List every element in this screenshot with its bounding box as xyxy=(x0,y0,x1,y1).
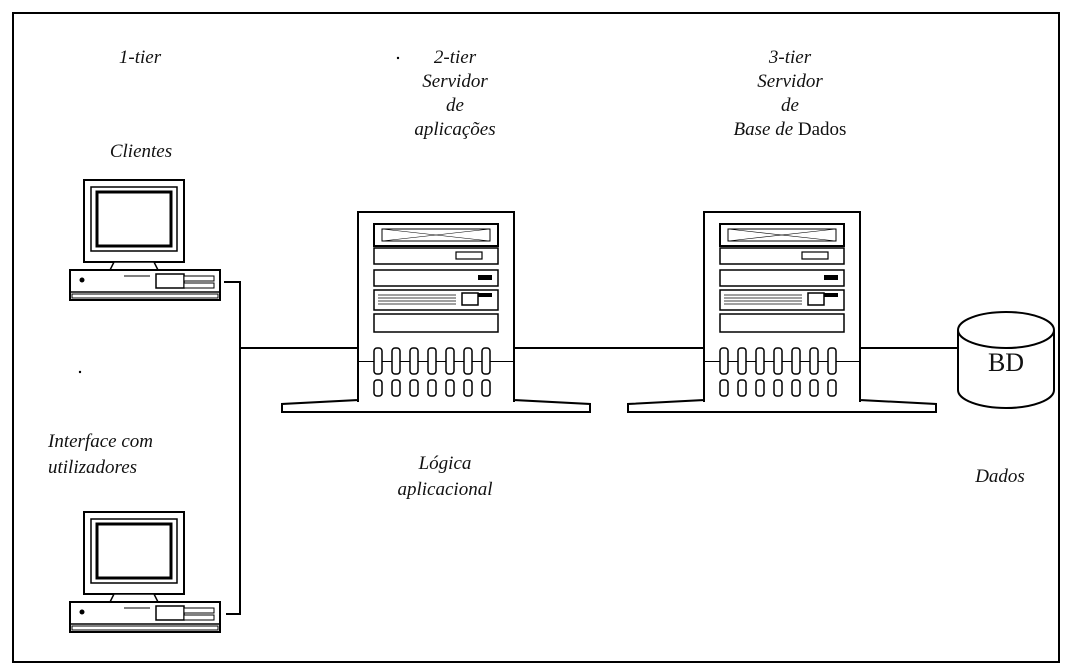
client-computer-top xyxy=(70,180,220,300)
tier3-base-de: Base de xyxy=(734,119,794,140)
interface-label-line1: Interface com xyxy=(48,430,228,454)
data-label: Dados xyxy=(950,465,1050,489)
tier1-title: 1-tier xyxy=(100,46,180,70)
tier3-dados: Dados xyxy=(798,119,847,140)
logic-label-line1: Lógica xyxy=(370,452,520,476)
database-server xyxy=(628,212,936,412)
tier3-title: 3-tier xyxy=(730,46,850,70)
interface-label-line2: utilizadores xyxy=(48,456,228,480)
tier3-line2: Servidor xyxy=(730,70,850,94)
tier2-line4: aplicações xyxy=(395,118,515,142)
tier2-title: 2-tier xyxy=(395,46,515,70)
tier1-clients-label: Clientes xyxy=(86,140,196,164)
application-server xyxy=(282,212,590,412)
tier2-line2: Servidor xyxy=(395,70,515,94)
logic-label-line2: aplicacional xyxy=(370,478,520,502)
tier3-line3: de xyxy=(730,94,850,118)
tier3-line4: Base de Dados xyxy=(700,118,880,142)
tier2-line3: de xyxy=(395,94,515,118)
client-computer-bottom xyxy=(70,512,220,632)
database-label: BD xyxy=(966,348,1046,378)
